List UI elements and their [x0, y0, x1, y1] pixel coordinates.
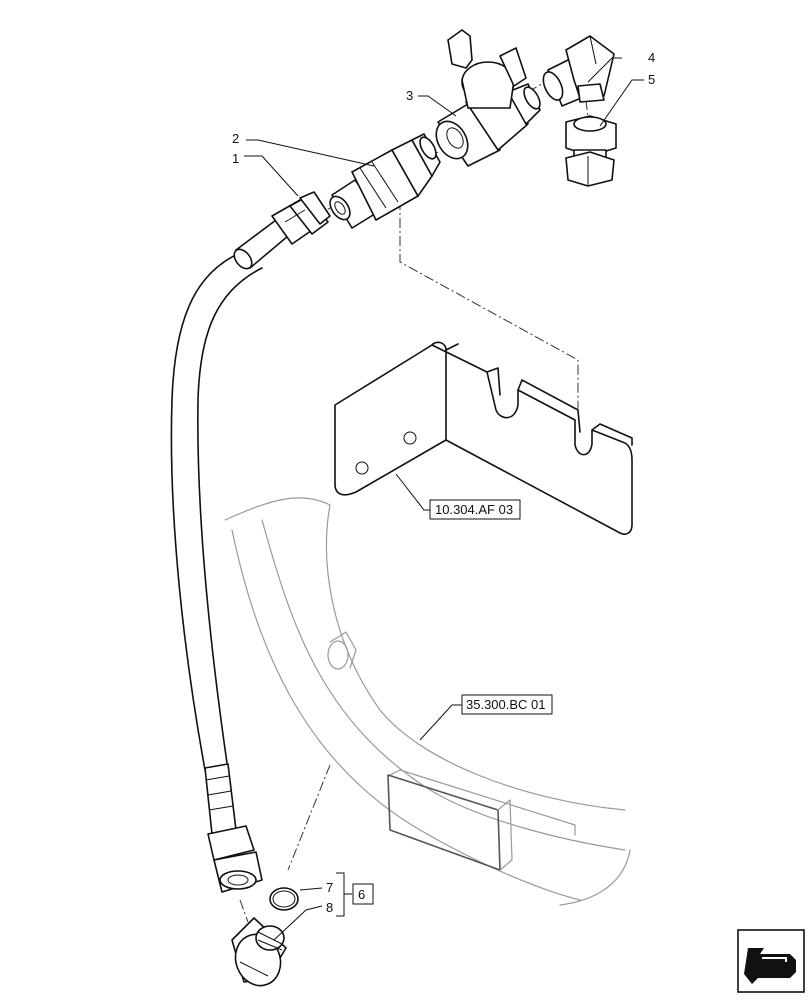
- o-ring: [269, 887, 299, 911]
- ref-frame-label: 35.300.BC 01: [466, 697, 546, 712]
- frame-member: [224, 497, 631, 906]
- nut-adapter: [565, 115, 617, 187]
- kit-bracket: [336, 872, 352, 917]
- callout-1: 1: [232, 151, 239, 166]
- plug-adapter: [231, 917, 287, 987]
- callout-3: 3: [406, 88, 413, 103]
- quick-coupler: [329, 133, 441, 229]
- callout-5: 5: [648, 72, 655, 87]
- hose-assembly: [170, 191, 331, 893]
- kit-6-box[interactable]: 6: [352, 883, 374, 905]
- bracket: [334, 341, 633, 535]
- leader-lines: [244, 57, 644, 941]
- arrow-icon[interactable]: [737, 929, 805, 993]
- ref-bracket-box[interactable]: 10.304.AF 03: [429, 499, 521, 520]
- kit-6-label: 6: [358, 887, 365, 902]
- callout-4: 4: [648, 50, 655, 65]
- ball-valve: [435, 29, 541, 167]
- callout-8: 8: [326, 900, 333, 915]
- elbow-adapter: [542, 35, 615, 107]
- callout-2: 2: [232, 131, 239, 146]
- ref-bracket-label: 10.304.AF 03: [435, 502, 513, 517]
- ref-frame-box[interactable]: 35.300.BC 01: [461, 694, 553, 715]
- callout-7: 7: [326, 880, 333, 895]
